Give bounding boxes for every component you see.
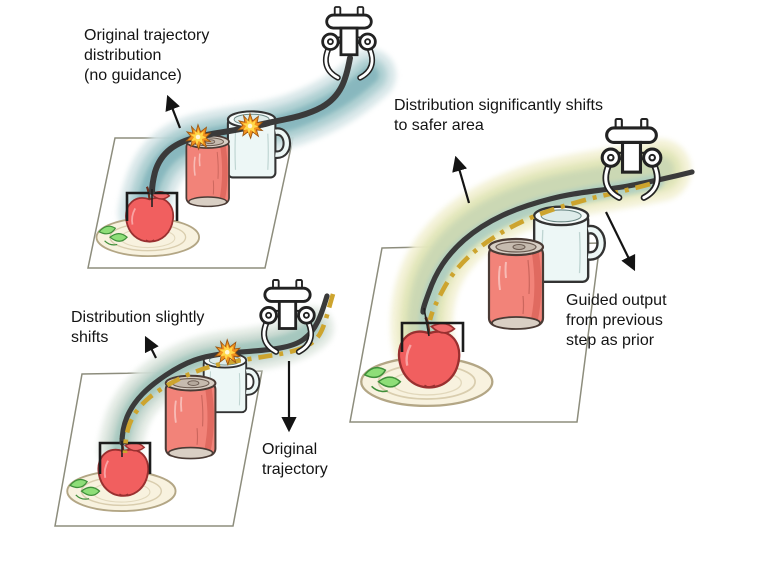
trajectory-goal-stem bbox=[423, 307, 430, 337]
shifted-trajectory-line bbox=[420, 169, 695, 315]
soda-can bbox=[186, 135, 229, 206]
original-trajectory-line bbox=[149, 55, 353, 195]
label-slight-shift: Distribution slightly shifts bbox=[71, 309, 205, 346]
annotation-arrow-no-guidance bbox=[165, 94, 182, 129]
label-significant-shift: Distribution significantly shifts to saf… bbox=[394, 97, 603, 134]
shifted-trajectory-line bbox=[119, 293, 330, 446]
original-trajectory-dashed-line bbox=[122, 293, 336, 454]
soda-can bbox=[166, 376, 216, 459]
label-guided-output: Guided output from previous step as prio… bbox=[566, 292, 667, 349]
annotation-arrow-slight-shift bbox=[144, 335, 159, 359]
panel-no-guidance bbox=[87, 7, 396, 269]
label-original-trajectory: Original trajectory bbox=[262, 441, 328, 478]
annotation-arrow-significant-shift bbox=[452, 155, 471, 204]
panel-significant-shift bbox=[349, 119, 695, 423]
soda-can bbox=[489, 239, 543, 329]
annotation-arrow-guided-output bbox=[605, 211, 636, 272]
label-no-guidance: Original trajectory distribution (no gui… bbox=[84, 27, 210, 84]
goal-region-box bbox=[400, 321, 465, 352]
panel-slight-shift bbox=[54, 280, 336, 527]
